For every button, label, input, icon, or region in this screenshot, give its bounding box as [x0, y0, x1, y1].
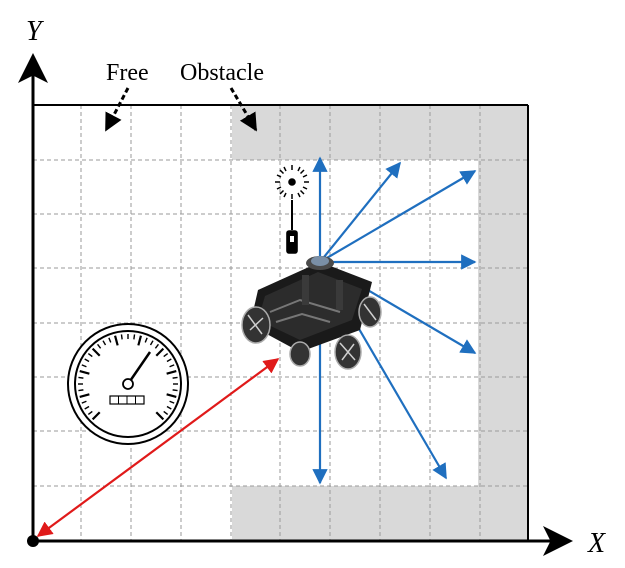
gauge-tick: [163, 410, 169, 415]
gauge-tick: [91, 347, 101, 357]
origin-point: [27, 535, 39, 547]
label-pointers: [104, 87, 258, 132]
gauge-tick: [163, 353, 169, 358]
gauge-tick: [113, 335, 119, 346]
free-pointer: [104, 87, 130, 132]
gauge-tick: [78, 376, 84, 379]
gauge-tick: [120, 334, 123, 340]
gauge-tick: [169, 400, 175, 404]
gauge-tick: [84, 405, 90, 410]
gauge-tick: [87, 410, 93, 415]
gauge-tick: [166, 405, 172, 410]
free-label: Free: [106, 60, 149, 86]
gauge-tick: [79, 393, 90, 399]
speedometer-icon: [67, 323, 189, 445]
obstacle-pointer: [229, 87, 258, 132]
mecanum-robot-icon: [241, 256, 382, 370]
gauge-tick: [91, 411, 101, 421]
gauge-tick: [169, 364, 175, 368]
gauge-tick: [154, 343, 159, 349]
gauge-tick: [149, 340, 154, 346]
gauge-tick: [155, 347, 165, 357]
gauge-tick: [166, 358, 172, 363]
gauge-tick: [108, 337, 112, 343]
x-axis-label: X: [587, 528, 606, 559]
gauge-tick: [172, 389, 178, 392]
gauge-tick: [78, 389, 84, 392]
position-vector: [36, 358, 280, 537]
gauge-tick: [144, 337, 148, 343]
gauge-tick: [84, 358, 90, 363]
scan-ray: [319, 170, 477, 263]
gauge-tick: [155, 411, 165, 421]
gauge-tick: [166, 369, 177, 375]
gauge-tick: [172, 376, 178, 379]
gauge-tick: [166, 393, 177, 399]
gauge-tick: [102, 340, 107, 346]
gauge-tick: [137, 335, 143, 346]
gauge-tick: [87, 353, 93, 358]
scan-ray: [319, 161, 401, 263]
lidar-sensor-icon: [275, 165, 309, 254]
gauge-tick: [81, 400, 87, 404]
gauge-tick: [81, 364, 87, 368]
gauge-tick: [79, 369, 90, 375]
y-axis-label: Y: [26, 16, 45, 47]
gauge-tick: [133, 334, 136, 340]
map-boundary: [33, 104, 529, 541]
obstacle-label: Obstacle: [180, 60, 264, 86]
axes: [18, 53, 573, 556]
gauge-tick: [97, 343, 102, 349]
